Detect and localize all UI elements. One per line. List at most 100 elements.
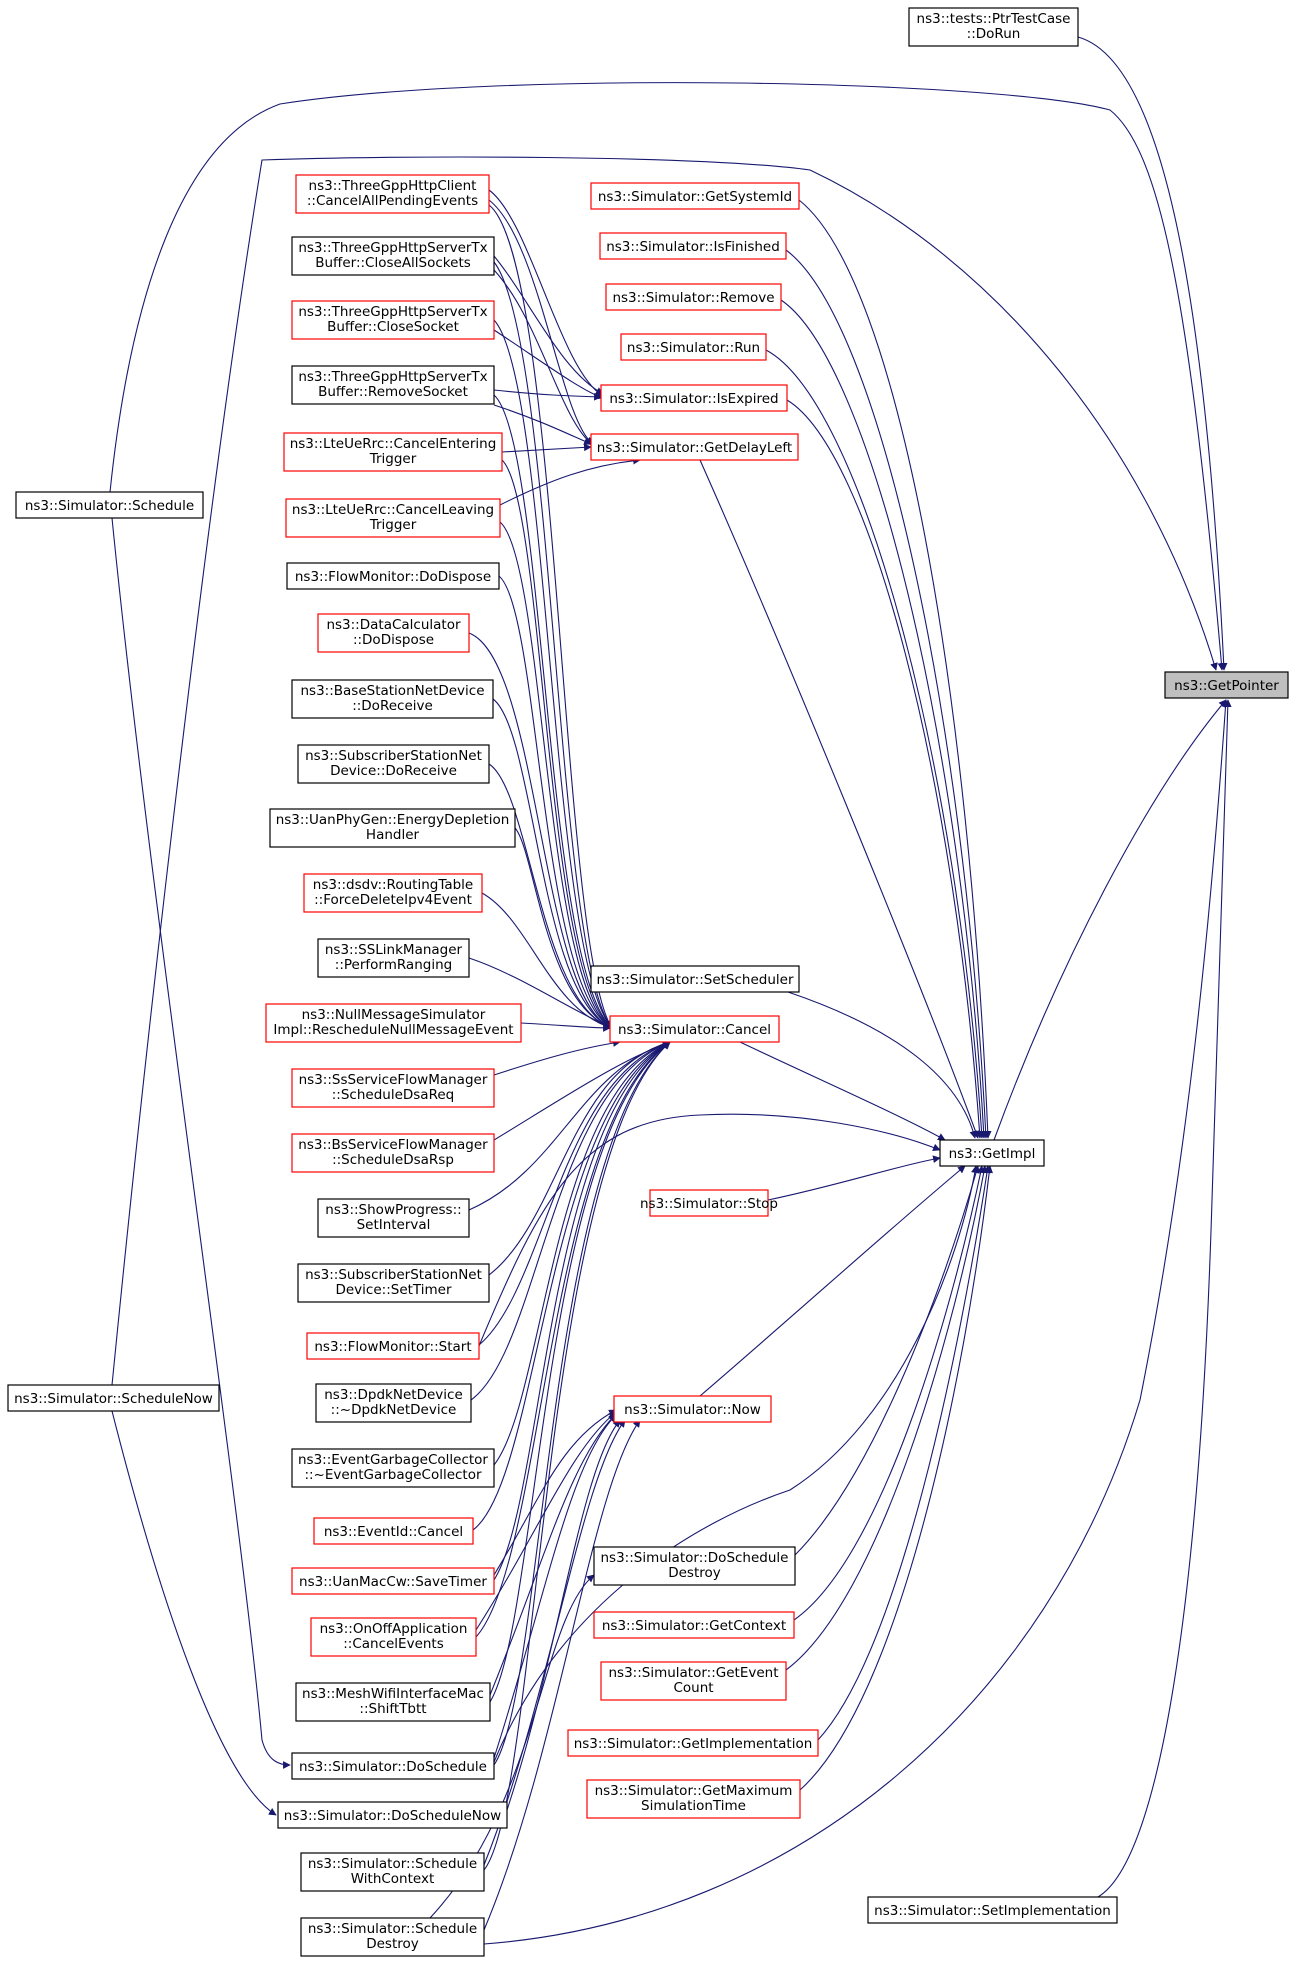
node-label: ns3::ThreeGppHttpClient [309,178,477,194]
node-label: ns3::SsServiceFlowManager [299,1072,488,1088]
node-getimplementation[interactable]: ns3::Simulator::GetImplementation [567,1729,819,1757]
node-box [277,1801,508,1829]
node-cancelallpending[interactable]: ns3::ThreeGppHttpClient::CancelAllPendin… [295,174,490,214]
node-schedulenow[interactable]: ns3::Simulator::ScheduleNow [7,1384,220,1412]
node-bsnetdev[interactable]: ns3::BaseStationNetDevice::DoReceive [291,679,494,719]
node-remove[interactable]: ns3::Simulator::Remove [605,283,782,311]
node-label: ::~EventGarbageCollector [304,1467,482,1483]
edge-doschedulenow-to-now [506,1419,621,1811]
node-doschedule[interactable]: ns3::Simulator::DoSchedule [291,1752,495,1780]
node-label: ns3::Simulator::SetImplementation [874,1903,1111,1919]
node-dsdv[interactable]: ns3::dsdv::RoutingTable::ForceDeleteIpv4… [303,873,483,913]
node-run[interactable]: ns3::Simulator::Run [620,333,767,361]
node-sslink[interactable]: ns3::SSLinkManager::PerformRanging [317,938,470,978]
node-getsystemid[interactable]: ns3::Simulator::GetSystemId [590,182,800,210]
node-setscheduler[interactable]: ns3::Simulator::SetScheduler [590,965,800,993]
node-isexpired[interactable]: ns3::Simulator::IsExpired [600,384,788,412]
node-sssettimer[interactable]: ns3::SubscriberStationNetDevice::SetTime… [297,1263,490,1303]
node-box [600,384,788,412]
edge-remove-to-getimpl [780,299,988,1139]
node-box [300,1917,485,1957]
node-closesocket[interactable]: ns3::ThreeGppHttpServerTxBuffer::CloseSo… [291,300,495,340]
node-label: ::CancelEvents [343,1636,444,1652]
edge-nullmsg-to-cancel [520,1022,611,1032]
node-ssnetdev[interactable]: ns3::SubscriberStationNetDevice::DoRecei… [297,744,490,784]
node-label: ns3::UanMacCw::SaveTimer [299,1574,487,1590]
edge-cancelallpending-to-isexpired [488,189,604,397]
node-label: Count [673,1680,713,1696]
node-label: ns3::ThreeGppHttpServerTx [298,240,487,256]
node-label: Trigger [369,451,417,467]
node-cancel[interactable]: ns3::Simulator::Cancel [609,1015,780,1043]
node-datacalc[interactable]: ns3::DataCalculator::DoDispose [317,613,470,653]
node-label: ns3::Simulator::Schedule [308,1921,477,1937]
node-label: Device::DoReceive [330,763,457,779]
node-box [593,1546,796,1586]
edge-isexpired-to-getimpl [786,399,984,1139]
node-egc[interactable]: ns3::EventGarbageCollector::~EventGarbag… [291,1448,495,1488]
edge-scheddestroy-to-getpointer [483,699,1230,1945]
node-isfinished[interactable]: ns3::Simulator::IsFinished [599,232,787,260]
edge-stop-to-getimpl [767,1155,941,1201]
edge-removesocket-to-getdelayleft [493,404,592,445]
node-showprogress[interactable]: ns3::ShowProgress::SetInterval [317,1198,470,1238]
node-onoff[interactable]: ns3::OnOffApplication::CancelEvents [310,1617,477,1657]
node-label: ns3::Simulator::Now [624,1402,761,1418]
node-label: ns3::Simulator::DoSchedule [299,1759,487,1775]
node-closeallsockets[interactable]: ns3::ThreeGppHttpServerTxBuffer::CloseAl… [291,236,495,276]
node-doschedulenow[interactable]: ns3::Simulator::DoScheduleNow [277,1801,508,1829]
node-box [286,562,500,590]
node-setimplementation[interactable]: ns3::Simulator::SetImplementation [867,1896,1118,1924]
node-dpdk[interactable]: ns3::DpdkNetDevice::~DpdkNetDevice [315,1383,472,1423]
edge-removesocket-to-isexpired [493,389,602,401]
node-box [7,1384,220,1412]
edge-flowmonstart-to-getimpl [478,1113,941,1347]
edge-uanmac-to-cancel [493,1041,671,1581]
edge-eventidcancel-to-cancel [472,1041,671,1531]
node-getcontext[interactable]: ns3::Simulator::GetContext [593,1611,795,1639]
node-label: ns3::Simulator::Run [627,340,760,356]
node-label: ns3::GetImpl [949,1146,1036,1162]
node-getpointer[interactable]: ns3::GetPointer [1164,671,1289,699]
node-label: ns3::LteUeRrc::CancelLeaving [292,502,494,518]
node-now[interactable]: ns3::Simulator::Now [613,1395,772,1423]
edge-schedule-to-getpointer [109,82,1226,671]
node-label: ns3::BsServiceFlowManager [298,1137,488,1153]
node-eventidcancel[interactable]: ns3::EventId::Cancel [313,1517,474,1545]
node-uanmac[interactable]: ns3::UanMacCw::SaveTimer [291,1567,495,1595]
edge-getdelayleft-to-getimpl [699,459,980,1139]
node-nullmsg[interactable]: ns3::NullMessageSimulatorImpl::Reschedul… [265,1003,522,1043]
node-box [867,1896,1118,1924]
node-label: ns3::MeshWifiInterfaceMac [302,1686,484,1702]
edge-meshwifi-to-now [489,1413,617,1696]
edge-getmaxsimtime-to-getimpl [799,1165,994,1791]
node-ptrtestcase[interactable]: ns3::tests::PtrTestCase::DoRun [908,7,1079,47]
node-label: Buffer::CloseSocket [327,319,459,335]
node-flowmonstart[interactable]: ns3::FlowMonitor::Start [306,1332,480,1360]
node-removesocket[interactable]: ns3::ThreeGppHttpServerTxBuffer::RemoveS… [291,365,495,405]
node-ssflowreq[interactable]: ns3::SsServiceFlowManager::ScheduleDsaRe… [291,1068,495,1108]
node-box [590,433,799,461]
node-label: ns3::ThreeGppHttpServerTx [298,369,487,385]
node-box [586,1779,801,1819]
node-box [291,1567,495,1595]
node-box [605,283,782,311]
node-getdelayleft[interactable]: ns3::Simulator::GetDelayLeft [590,433,799,461]
node-getimpl[interactable]: ns3::GetImpl [939,1139,1045,1167]
node-label: SimulationTime [641,1798,746,1814]
node-meshwifi[interactable]: ns3::MeshWifiInterfaceMac::ShiftTbtt [295,1682,491,1722]
node-label: ::ShiftTbtt [359,1701,426,1717]
node-flowmondispose[interactable]: ns3::FlowMonitor::DoDispose [286,562,500,590]
node-schedule[interactable]: ns3::Simulator::Schedule [15,491,204,519]
node-stop[interactable]: ns3::Simulator::Stop [640,1189,778,1217]
edge-cancel-to-getimpl [739,1041,946,1141]
node-bsflowrsp[interactable]: ns3::BsServiceFlowManager::ScheduleDsaRs… [291,1133,495,1173]
